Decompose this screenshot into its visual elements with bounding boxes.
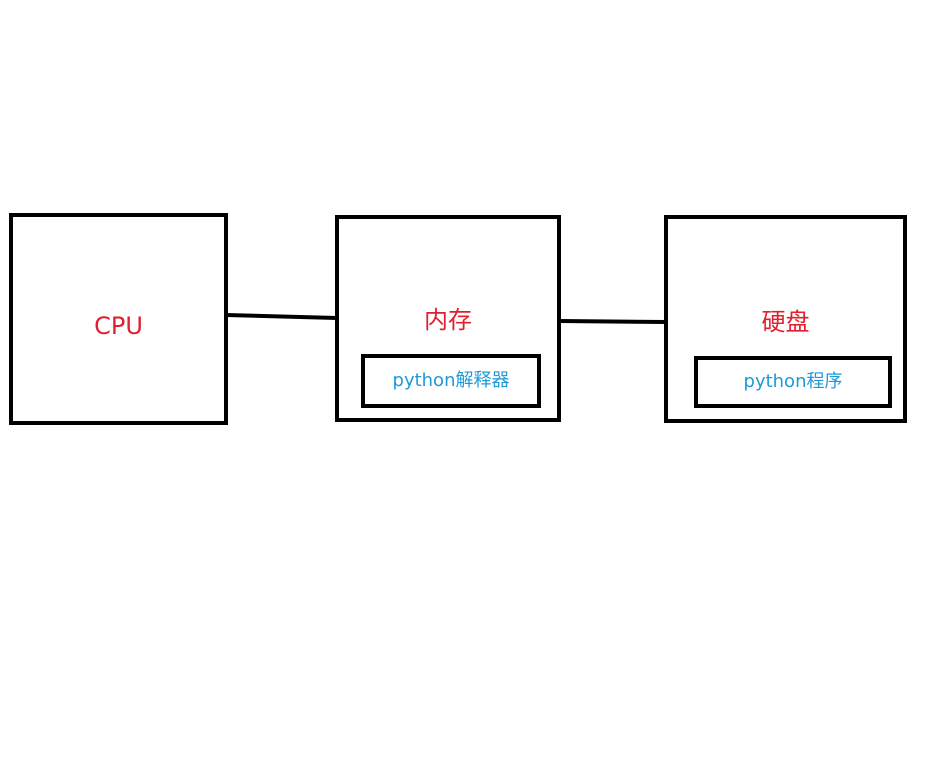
disk-box: 硬盘 python程序 [664, 215, 907, 423]
memory-label: 内存 [424, 306, 472, 334]
memory-box: 内存 python解释器 [335, 215, 561, 422]
disk-label: 硬盘 [761, 308, 810, 336]
cpu-box: CPU [9, 213, 228, 425]
connector-cpu-memory [225, 313, 338, 320]
program-label: python程序 [743, 371, 843, 392]
interpreter-label: python解释器 [392, 370, 510, 391]
program-box: python程序 [694, 356, 892, 408]
cpu-label: CPU [94, 312, 143, 340]
connector-memory-disk [558, 319, 667, 324]
interpreter-box: python解释器 [361, 354, 541, 408]
